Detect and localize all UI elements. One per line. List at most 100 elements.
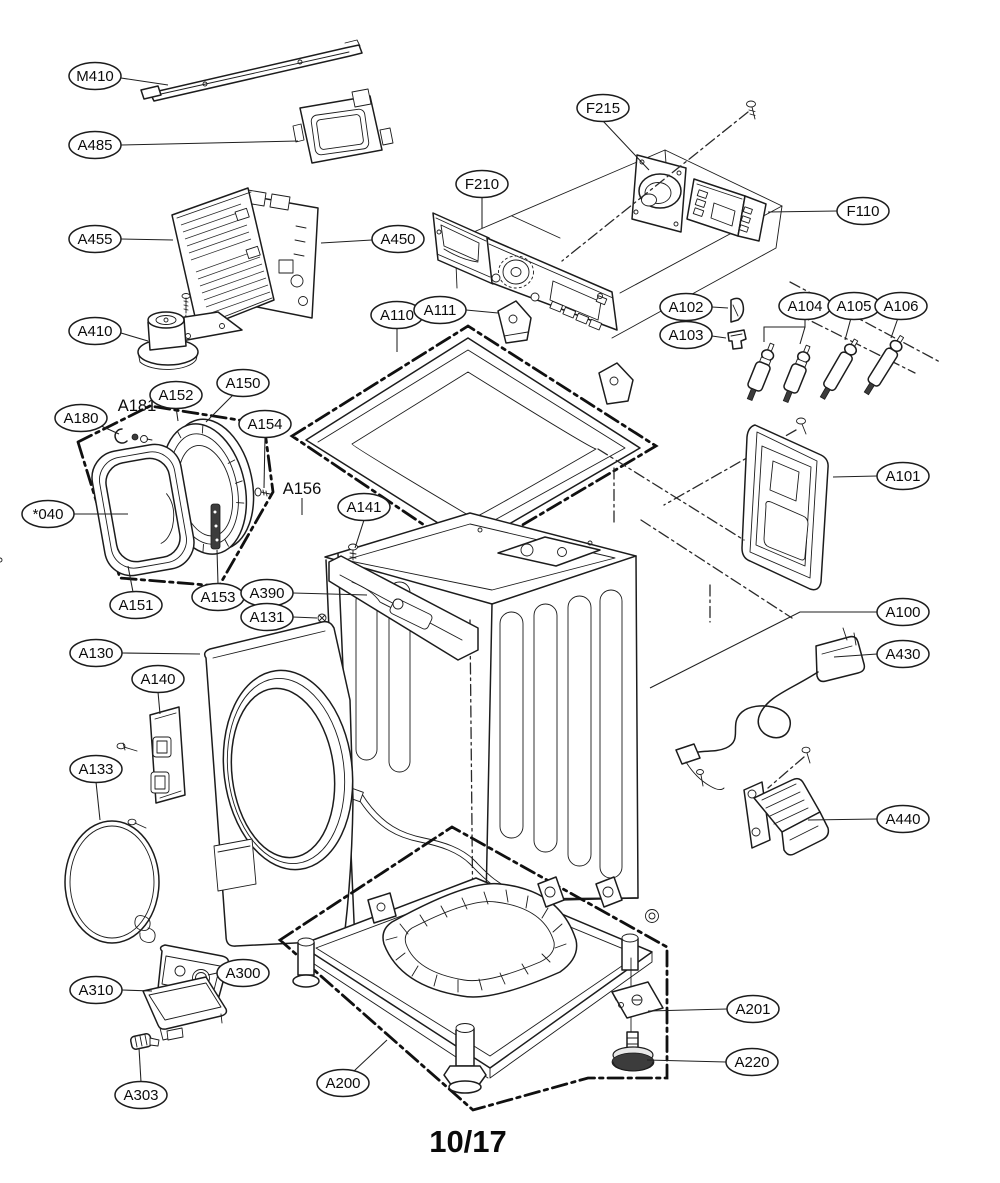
leader-line <box>807 818 878 821</box>
part-bracket-a201 <box>611 981 664 1019</box>
callout-ellipse <box>876 804 930 834</box>
callout-text: F110 <box>846 203 879 220</box>
part-label-A104: A104 <box>763 291 832 345</box>
phantom-box-right <box>597 448 793 623</box>
callout-text: A104 <box>787 298 822 315</box>
part-label-A455: A455 <box>68 224 174 254</box>
part-top-plate-a110 <box>289 324 659 558</box>
leader-line <box>157 691 161 715</box>
part-label-A201: A201 <box>647 994 780 1024</box>
callout-text: F215 <box>586 100 620 117</box>
callout-ellipse <box>238 409 292 439</box>
callout-ellipse <box>876 461 930 491</box>
part-top-brace-m410 <box>140 39 363 102</box>
part-leveling-foot-a220 <box>611 1031 655 1072</box>
callout-text: A133 <box>78 761 113 778</box>
callout-ellipse <box>874 291 928 321</box>
part-cover-a310-a300 <box>142 944 230 1041</box>
part-damper-a105 <box>816 336 863 403</box>
part-plug-a303 <box>129 1033 160 1050</box>
part-bracket-a485 <box>292 88 394 164</box>
part-label-M410: M410 <box>68 61 169 91</box>
part-label-A100: A100 <box>649 597 930 689</box>
page-number: 10/17 <box>429 1124 507 1159</box>
callout-text: A130 <box>78 645 113 662</box>
part-cap-a102 <box>730 297 745 323</box>
part-noise-filter-a440 <box>743 746 830 856</box>
leader-line <box>890 317 899 339</box>
leader-line <box>844 317 852 341</box>
part-control-panel <box>486 237 618 331</box>
leader-line <box>292 616 318 619</box>
part-bolt-a141 <box>348 543 358 561</box>
part-label-A111: A111 <box>413 295 499 325</box>
leader-line <box>354 519 365 549</box>
callout-ellipse <box>316 1068 370 1098</box>
part-label-A181: A181 <box>118 397 157 415</box>
callout-ellipse <box>240 602 294 632</box>
callout-text: A105 <box>836 298 871 315</box>
part-label-A140: A140 <box>131 664 185 715</box>
leader-line <box>207 972 218 976</box>
callout-text: A485 <box>77 137 112 154</box>
leader-line <box>292 592 368 596</box>
callout-ellipse <box>836 196 890 226</box>
part-label-A141: A141 <box>337 492 391 549</box>
callout-ellipse <box>455 169 509 199</box>
leader-line <box>120 332 149 342</box>
leader-line <box>602 120 650 171</box>
callout-text: A150 <box>225 375 260 392</box>
leader-line <box>711 306 729 309</box>
leader-line <box>95 781 101 821</box>
callout-text: M410 <box>76 68 114 85</box>
part-front-panel-a130 <box>203 620 354 947</box>
leader-line <box>138 1047 142 1083</box>
callout-ellipse <box>659 320 713 350</box>
part-base-group-a200 <box>277 825 669 1112</box>
callout-ellipse <box>21 499 75 529</box>
part-label-A485: A485 <box>68 130 299 160</box>
callout-ellipse <box>876 639 930 669</box>
part-display-board-f110 <box>686 178 767 242</box>
part-label-A156: A156 <box>283 480 321 515</box>
callout-text: A152 <box>158 387 193 404</box>
part-hinge-a140 <box>116 706 186 829</box>
part-clip-a103 <box>727 329 747 350</box>
callout-text: A103 <box>668 327 703 344</box>
callout-ellipse <box>876 597 930 627</box>
leader-line <box>767 210 838 213</box>
callout-text: A310 <box>78 982 113 999</box>
part-pcb-a455 <box>171 187 275 331</box>
callout-text: A181 <box>118 397 157 415</box>
callout-text: A450 <box>380 231 415 248</box>
callout-ellipse <box>659 292 713 322</box>
callout-text: A300 <box>225 965 260 982</box>
leader-line <box>175 406 179 422</box>
part-label-A450: A450 <box>320 224 425 254</box>
part-label-A103: A103 <box>659 320 727 350</box>
callout-ellipse <box>413 295 467 325</box>
part-label-A310: A310 <box>69 975 153 1005</box>
callout-text: A110 <box>380 307 414 324</box>
leader-line <box>833 653 878 658</box>
part-label-A300: A300 <box>207 958 270 988</box>
callout-ellipse <box>216 368 270 398</box>
callout-text: A106 <box>883 298 918 315</box>
callout-text: A131 <box>249 609 284 626</box>
leader-line <box>263 436 266 489</box>
part-label-A303: A303 <box>114 1047 168 1110</box>
leader-line <box>353 1039 388 1072</box>
part-label-A154: A154 <box>238 409 292 489</box>
part-label-A106: A106 <box>874 291 928 339</box>
callout-text: A303 <box>123 1087 158 1104</box>
part-label-040: *040 <box>21 499 128 529</box>
leader-line <box>127 565 134 593</box>
part-label-A152: A152 <box>149 380 203 422</box>
callout-ellipse <box>726 994 780 1024</box>
part-damper-a104-right <box>777 342 816 406</box>
leader-line <box>763 318 806 342</box>
part-label-A200: A200 <box>316 1039 388 1098</box>
part-label-F110: F110 <box>767 196 890 226</box>
